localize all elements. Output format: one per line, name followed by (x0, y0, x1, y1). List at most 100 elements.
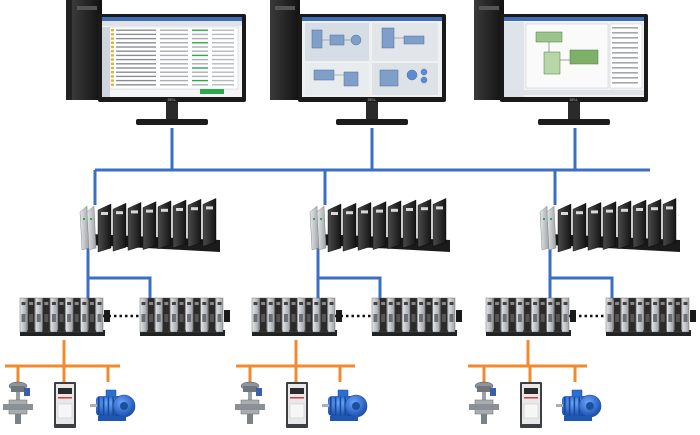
controller-cpu-module (86, 205, 97, 251)
io-module-connector (637, 314, 642, 322)
controller-io-module (602, 201, 617, 250)
alarm-row-icon (111, 75, 114, 78)
controller-io-module (327, 203, 342, 253)
g1-link-right (88, 276, 152, 300)
module-label-plate (101, 212, 108, 215)
alarm-row-text (160, 63, 188, 65)
controller-io-module (172, 199, 187, 249)
module-label-plate (176, 208, 183, 211)
valve-positioner (256, 388, 262, 396)
io-module-terminal (194, 302, 199, 305)
alarm-row-text (192, 33, 208, 36)
controller-io-module (342, 202, 357, 252)
io-module-terminal (622, 302, 627, 305)
io-module-terminal (51, 302, 56, 305)
alarm-row-text (116, 46, 156, 48)
io-module-connector (164, 314, 169, 322)
io-module-terminal (36, 302, 41, 305)
io-module-connector (426, 314, 431, 322)
io-module-connector (615, 314, 620, 322)
alarm-row-text (192, 54, 208, 57)
drive-keypad (57, 403, 73, 419)
module-label-plate (591, 210, 598, 214)
alarm-row-text (192, 71, 208, 73)
io-module-connector (82, 314, 87, 322)
io-module-connector (187, 314, 192, 322)
io-module-terminal (426, 302, 431, 305)
io-module-connector (668, 314, 673, 322)
alarm-row-text (160, 42, 188, 44)
module-label-plate (191, 207, 198, 211)
io-module-connector (525, 314, 530, 322)
alarm-row-text (160, 37, 188, 40)
io-module-connector (283, 314, 288, 322)
io-module-connector (441, 314, 446, 322)
io-module-terminal (276, 302, 281, 305)
controller-io-module (557, 203, 572, 253)
module-label-plate (636, 208, 643, 211)
module-label-plate (376, 209, 383, 213)
alarm-row-icon (111, 58, 114, 61)
property-row (612, 37, 638, 39)
pc-tower (72, 0, 102, 100)
motor-endbell-hub (352, 402, 360, 410)
valve-stem (16, 392, 20, 400)
alarm-row-text (116, 63, 156, 65)
control-network (93, 128, 650, 205)
io-module-connector (495, 314, 500, 322)
drive-brand-mark (524, 397, 538, 399)
io-module-connector (555, 314, 560, 322)
status-led (320, 218, 322, 220)
alarm-row-text (160, 79, 188, 82)
io-module-terminal (449, 302, 454, 305)
io-module-terminal (44, 302, 49, 305)
controller-io-module (662, 198, 677, 247)
alarm-row-icon (111, 41, 114, 44)
io-module-terminal (645, 302, 650, 305)
io-module-terminal (533, 302, 538, 305)
io-module-connector (381, 314, 386, 322)
io-module-terminal (675, 302, 680, 305)
io-module-connector (268, 314, 273, 322)
controller-3 (539, 198, 680, 253)
monitor-foot (336, 119, 408, 125)
io-module-terminal (381, 302, 386, 305)
io-module-terminal (149, 302, 154, 305)
electric-motor-icon (322, 389, 368, 421)
io-rack-6 (605, 297, 696, 336)
io-module-terminal (411, 302, 416, 305)
status-green-bar (200, 89, 224, 94)
alarm-list-pane (109, 26, 239, 90)
alarm-row-text (116, 33, 156, 36)
io-module-connector (540, 314, 545, 322)
valve-yoke (243, 386, 257, 392)
io-racks (19, 297, 696, 336)
motor-shaft (90, 404, 97, 407)
module-label-plate (561, 212, 568, 215)
motor-feet (98, 416, 126, 421)
controller-io-module (402, 199, 417, 249)
alarm-row-text (192, 75, 208, 78)
controller-io-module (632, 199, 647, 249)
io-module-terminal (164, 302, 169, 305)
motor-feet (330, 416, 358, 421)
io-module-terminal (540, 302, 545, 305)
alarm-row-text (160, 29, 188, 31)
io-module-connector (533, 314, 538, 322)
valve-positioner (490, 388, 496, 396)
io-module-connector (396, 314, 401, 322)
io-rack-rail (372, 330, 457, 336)
monitor-brand-label: DELL (168, 98, 177, 102)
io-module-terminal (510, 302, 515, 305)
io-module-connector (314, 314, 319, 322)
alarm-row-icon (111, 66, 114, 70)
alarm-list-rows (111, 29, 234, 86)
screen-toolbar (102, 21, 242, 26)
alarm-row-icon (111, 83, 114, 86)
motor-terminal-box (571, 389, 583, 398)
io-module-terminal (403, 302, 408, 305)
io-module-connector (299, 314, 304, 322)
valve-bottom (15, 414, 21, 424)
alarm-row-icon (111, 79, 114, 82)
